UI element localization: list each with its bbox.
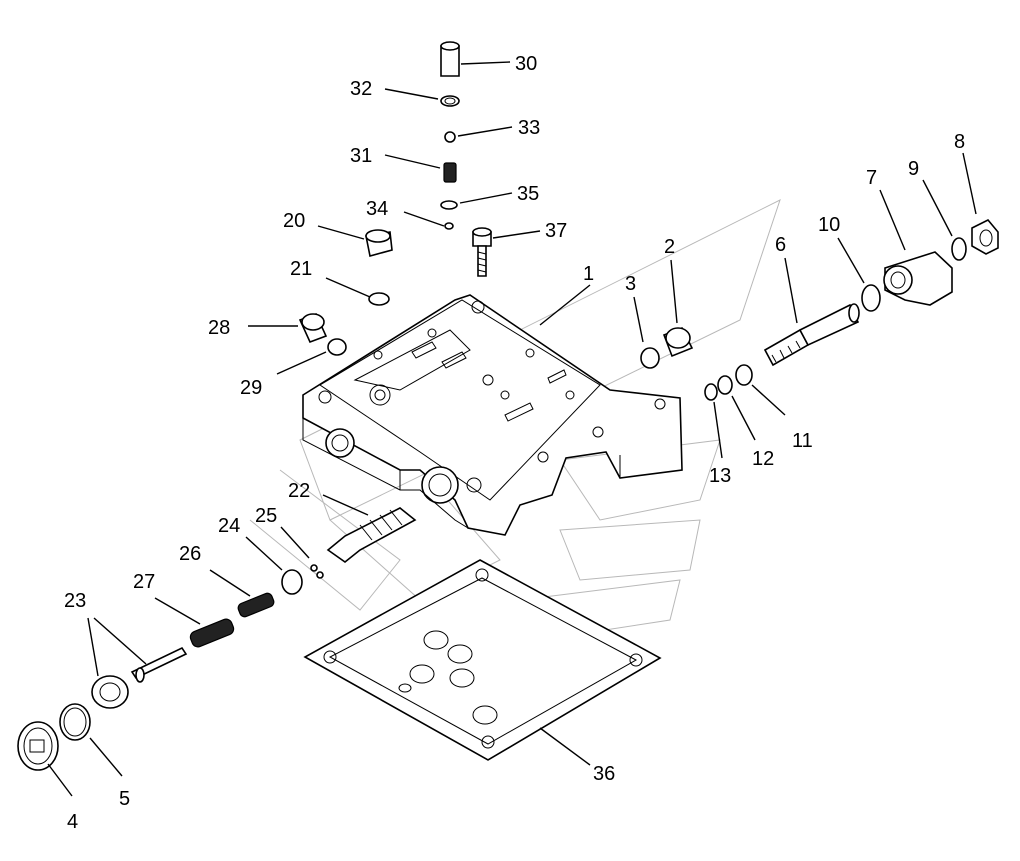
- callout-3: 3: [625, 273, 636, 295]
- callout-12: 12: [752, 448, 774, 470]
- callout-10: 10: [818, 214, 840, 236]
- callout-13: 13: [709, 465, 731, 487]
- callout-1: 1: [583, 263, 594, 285]
- spool-assembly: [17, 507, 417, 771]
- callout-24: 24: [218, 515, 240, 537]
- callout-34: 34: [366, 198, 388, 220]
- leader-lines: [47, 61, 977, 797]
- callout-5: 5: [119, 788, 130, 810]
- callout-31: 31: [350, 145, 372, 167]
- callout-25: 25: [255, 505, 277, 527]
- callout-35: 35: [517, 183, 539, 205]
- callout-8: 8: [954, 131, 965, 153]
- callout-26: 26: [179, 543, 201, 565]
- callout-33: 33: [518, 117, 540, 139]
- upper-components: [365, 41, 492, 306]
- callout-32: 32: [350, 78, 372, 100]
- callout-28: 28: [208, 317, 230, 339]
- callout-37: 37: [545, 220, 567, 242]
- callout-11: 11: [792, 430, 813, 452]
- callout-29: 29: [240, 377, 262, 399]
- callout-36: 36: [593, 763, 615, 785]
- callout-21: 21: [290, 258, 312, 280]
- callout-22: 22: [288, 480, 310, 502]
- callout-2: 2: [664, 236, 675, 258]
- right-components: [640, 219, 999, 401]
- callout-labels: 30 32 33 31 35 34 37 20 21 28 29 1 3 2 6…: [64, 53, 965, 833]
- callout-30: 30: [515, 53, 537, 75]
- callout-23: 23: [64, 590, 86, 612]
- valve-housing: [302, 294, 683, 536]
- callout-6: 6: [775, 234, 786, 256]
- callout-4: 4: [67, 811, 78, 833]
- gasket: [303, 559, 662, 761]
- callout-20: 20: [283, 210, 305, 232]
- callout-7: 7: [866, 167, 877, 189]
- left-plugs: [298, 312, 347, 356]
- callout-27: 27: [133, 571, 155, 593]
- callout-9: 9: [908, 158, 919, 180]
